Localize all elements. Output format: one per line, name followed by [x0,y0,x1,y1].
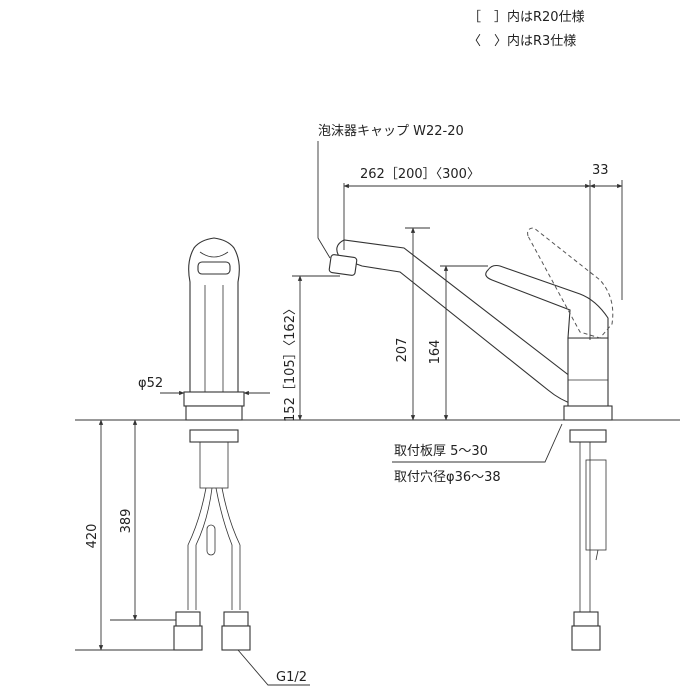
aerator-cap [328,254,358,276]
legend-r20: ［ ］内はR20仕様 [468,9,585,25]
left-fitting [175,611,201,627]
right-fitting [223,611,249,627]
spout-height-label: 152［105］〈162〉 [283,302,298,422]
hose-length-label: 389 [119,509,134,534]
front-base-plate [185,405,243,421]
thread-label: G1/2 [276,670,307,685]
thread-leader [237,649,310,686]
mounting-leader [392,423,563,463]
aerator-label: 泡沫器キャップ W22-20 [318,124,464,139]
diameter-label: φ52 [138,376,163,391]
handle-offset-label: 33 [592,163,609,178]
front-nut [189,429,239,443]
side-base [563,405,613,421]
lever-raised [527,227,614,339]
lever-handle [485,264,609,339]
spout-length-label: 262［200］〈300〉 [360,167,480,182]
side-nut [569,429,607,443]
front-base [183,391,245,407]
total-height-label: 207 [395,338,410,363]
handle-height-label: 164 [428,340,443,365]
side-view [328,227,614,651]
spout [336,239,576,406]
hose-total-label: 420 [85,524,100,549]
front-handle [197,261,231,275]
legend-r3: 〈 〉内はR3仕様 [468,33,576,49]
left-nut [173,625,203,651]
side-fitting [571,625,601,651]
front-body [188,237,240,406]
front-view [173,237,251,651]
hole-diameter-label: 取付穴径φ36～38 [394,470,501,485]
front-handle-top [199,251,229,258]
side-body [567,337,609,409]
aerator-leader [317,141,331,259]
plate-thickness-label: 取付板厚 5～30 [394,444,488,459]
right-nut [221,625,251,651]
